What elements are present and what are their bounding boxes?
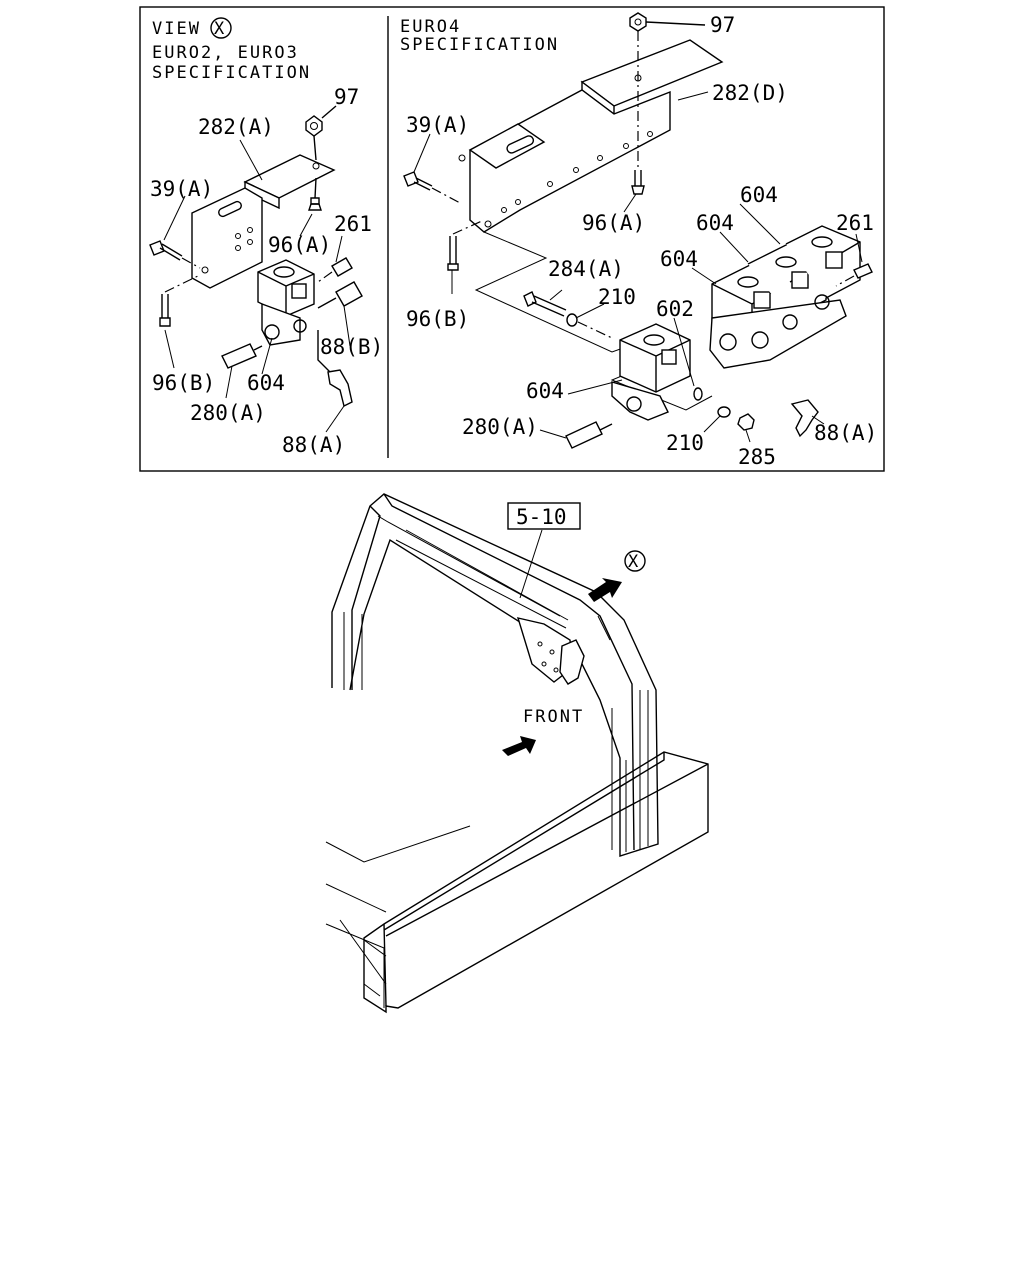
right-label-604-c: 604 (660, 247, 698, 271)
right-label-282d: 282(D) (712, 81, 788, 105)
right-label-604-d: 604 (526, 379, 564, 403)
right-label-604-b: 604 (696, 211, 734, 235)
left-label-88b: 88(B) (320, 335, 383, 359)
left-label-96a: 96(A) (268, 233, 331, 257)
right-panel: EURO4 SPECIFICATION (400, 12, 877, 469)
left-label-282a: 282(A) (198, 115, 274, 139)
right-spec-line1: EURO4 (400, 17, 461, 37)
right-label-604-a: 604 (740, 183, 778, 207)
left-label-97: 97 (334, 85, 359, 109)
right-label-88a: 88(A) (814, 421, 877, 445)
ref-box-label: 5-10 (516, 505, 567, 529)
right-label-97: 97 (710, 13, 735, 37)
right-label-285: 285 (738, 445, 776, 469)
view-symbol-circle (210, 17, 232, 39)
view-symbol: X (214, 19, 226, 39)
right-label-284a: 284(A) (548, 257, 624, 281)
view-x-symbol-circle (624, 550, 646, 572)
front-label: FRONT (523, 707, 584, 727)
front-arrow (502, 736, 536, 756)
view-x-arrow (588, 578, 622, 602)
right-spec-line2: SPECIFICATION (400, 35, 559, 55)
left-label-604: 604 (247, 371, 285, 395)
view-x-symbol: X (628, 552, 640, 572)
right-label-96b: 96(B) (406, 307, 469, 331)
left-spec-line2: SPECIFICATION (152, 63, 311, 83)
inset-frame (139, 6, 885, 472)
left-spec-line1: EURO2, EURO3 (152, 43, 299, 63)
right-label-210a: 210 (598, 285, 636, 309)
left-label-88a: 88(A) (282, 433, 345, 457)
ref-box (507, 502, 581, 530)
valve-bank (709, 225, 861, 369)
left-panel: VIEW X EURO2, EURO3 SPECIFICATION (149, 17, 383, 457)
left-label-39a: 39(A) (150, 177, 213, 201)
left-label-96b: 96(B) (152, 371, 215, 395)
left-label-280a: 280(A) (190, 401, 266, 425)
right-label-602: 602 (656, 297, 694, 321)
right-label-39a: 39(A) (406, 113, 469, 137)
right-label-280a: 280(A) (462, 415, 538, 439)
view-title: VIEW (152, 19, 201, 39)
right-label-210b: 210 (666, 431, 704, 455)
right-label-261: 261 (836, 211, 874, 235)
left-label-261: 261 (334, 212, 372, 236)
right-label-96a: 96(A) (582, 211, 645, 235)
frame-view: 5-10 X FRONT (325, 493, 709, 1014)
